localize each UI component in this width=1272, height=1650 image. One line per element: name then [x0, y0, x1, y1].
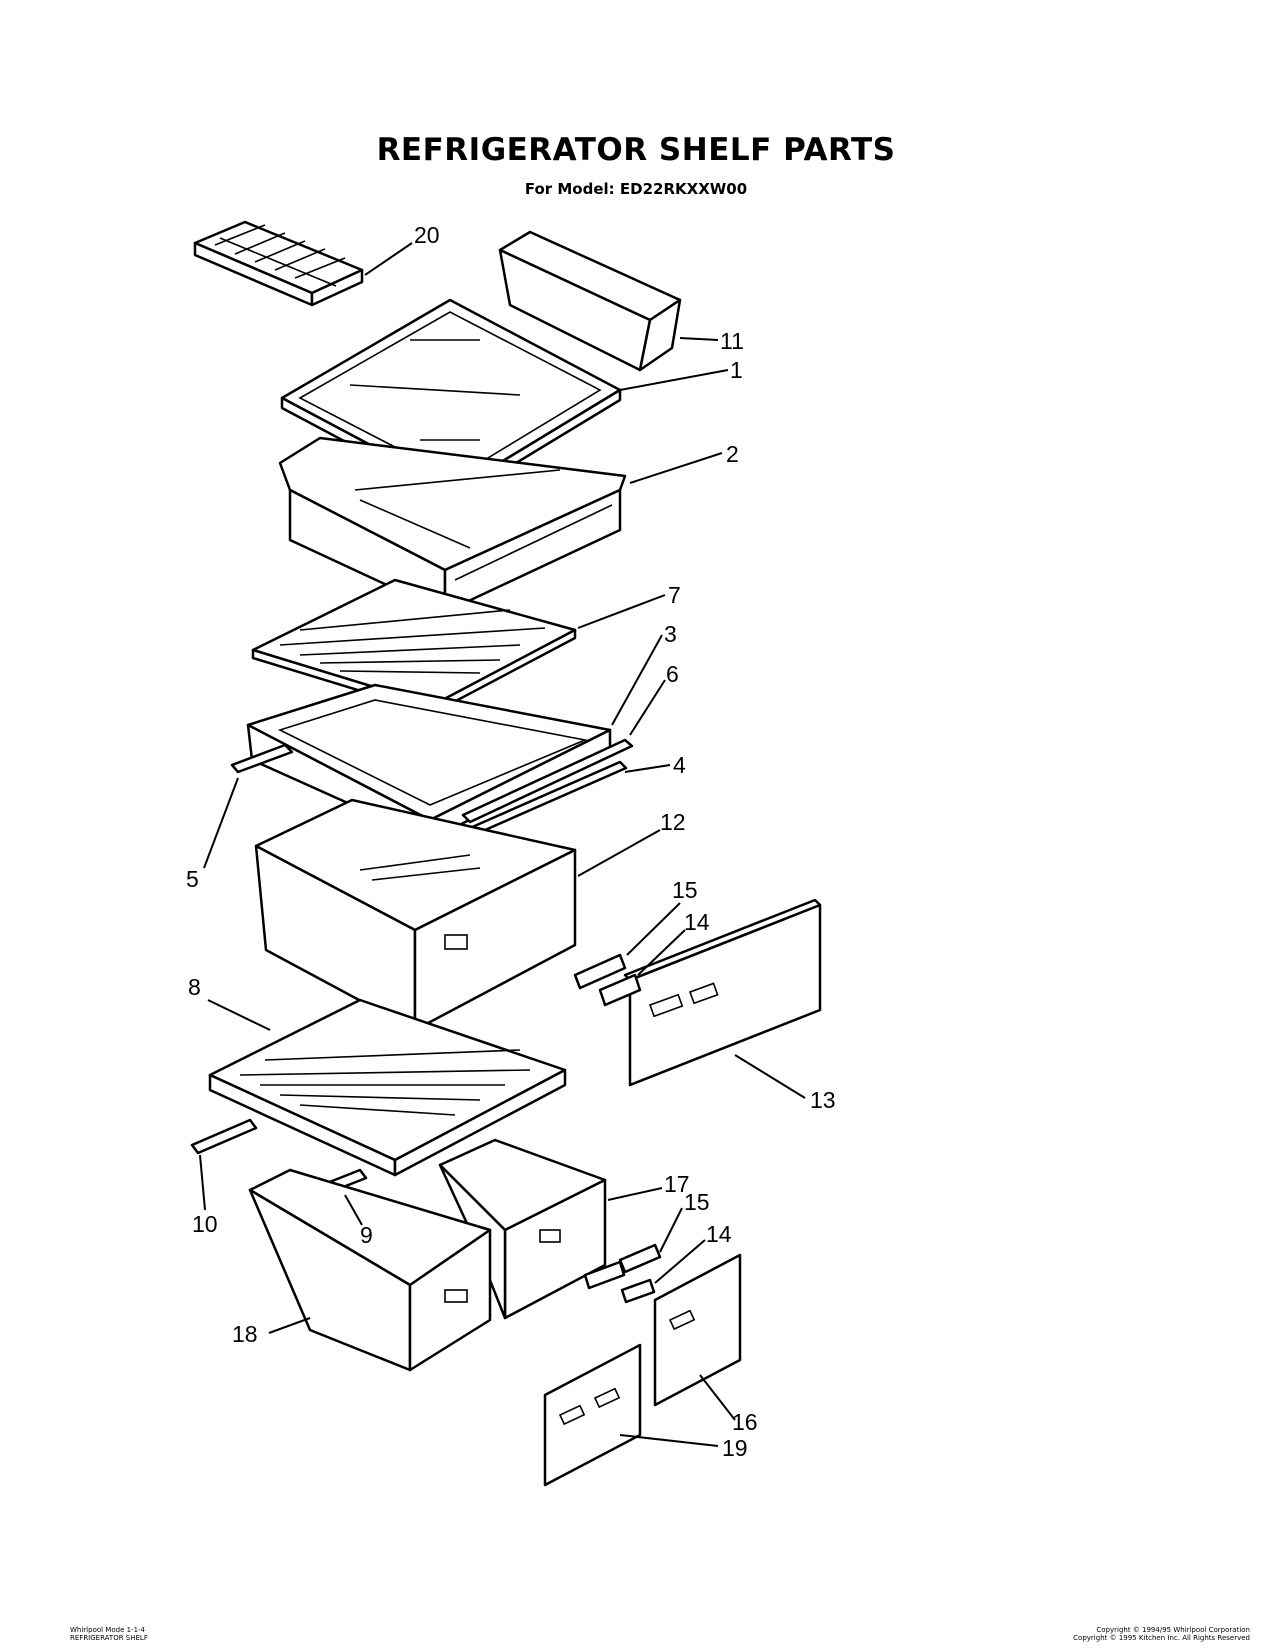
callout-9: 9	[360, 1222, 373, 1248]
callout-15-upper: 15	[672, 877, 698, 903]
lower-shelf-8-part	[208, 998, 567, 1177]
leader-lines	[199, 242, 806, 1447]
footer-right-line2: Copyright © 1995 Kitchen Inc. All Rights…	[1073, 1634, 1250, 1642]
callout-10: 10	[192, 1211, 218, 1237]
callout-15-lower: 15	[684, 1189, 710, 1215]
callout-14-lower: 14	[706, 1221, 732, 1247]
callout-12: 12	[660, 809, 686, 835]
callout-2: 2	[726, 441, 739, 467]
callout-18: 18	[232, 1321, 258, 1347]
callout-20: 20	[414, 222, 440, 248]
callout-11: 11	[720, 328, 744, 354]
callout-8: 8	[188, 974, 201, 1000]
rail-10-part	[190, 1118, 258, 1155]
callout-5: 5	[186, 866, 199, 892]
callout-1: 1	[730, 357, 743, 383]
crisper-drawer-12-part	[254, 798, 577, 1032]
callout-7: 7	[668, 582, 681, 608]
page-title: REFRIGERATOR SHELF PARTS	[376, 132, 896, 168]
drawer-18-part	[248, 1168, 492, 1372]
rail-5-part	[230, 743, 294, 774]
upper-drawer-part	[278, 436, 627, 614]
callout-3: 3	[664, 621, 677, 647]
rail-6-part	[461, 738, 634, 824]
footer-left-line1: Whirlpool Mode 1-1-4	[70, 1626, 146, 1634]
drawer-17-part	[438, 1138, 607, 1320]
model-subtitle: For Model: ED22RKXXW00	[524, 180, 748, 198]
callout-16: 16	[732, 1409, 758, 1435]
footer-left-line2: REFRIGERATOR SHELF	[70, 1634, 148, 1642]
callout-17: 17	[664, 1171, 690, 1197]
ice-tray-part	[193, 220, 364, 307]
callout-19: 19	[722, 1435, 748, 1461]
callout-13: 13	[810, 1087, 836, 1113]
drawer-front-16-part	[653, 1253, 742, 1407]
clip-14-lower-part	[583, 1260, 656, 1304]
clip-15-upper-part	[573, 953, 627, 990]
callout-14-upper: 14	[684, 909, 710, 935]
clip-14-upper-part	[598, 973, 642, 1007]
clip-15-lower-part	[618, 1243, 662, 1274]
callout-4: 4	[673, 752, 686, 778]
callout-6: 6	[666, 661, 679, 687]
drawer-front-19-part	[543, 1343, 642, 1487]
footer-right: Copyright © 1994/95 Whirlpool Corporatio…	[1073, 1626, 1250, 1642]
drawer-front-13-part	[623, 898, 822, 1087]
footer-left: Whirlpool Mode 1-1-4 REFRIGERATOR SHELF	[70, 1626, 148, 1642]
footer-right-line1: Copyright © 1994/95 Whirlpool Corporatio…	[1096, 1626, 1250, 1634]
storage-bin-part	[498, 230, 682, 372]
